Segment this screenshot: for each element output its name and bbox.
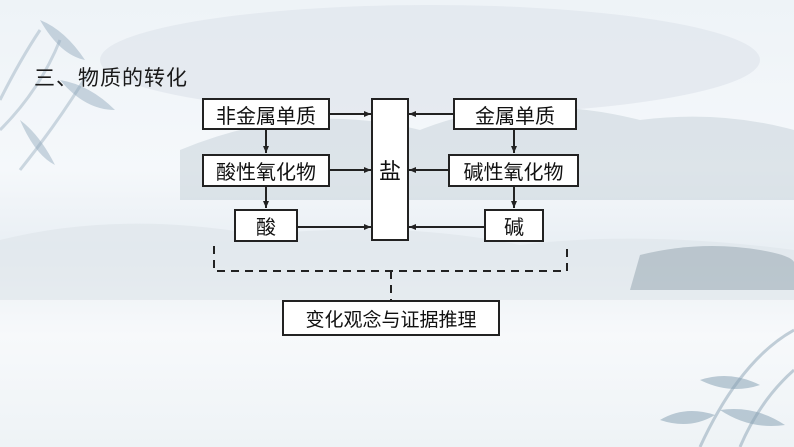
node-base: 碱: [484, 209, 544, 242]
dashed-bracket: [213, 246, 568, 272]
node-acid: 酸: [234, 209, 298, 242]
node-salt: 盐: [371, 98, 409, 241]
node-concept: 变化观念与证据推理: [282, 300, 500, 336]
node-nonmetal-element: 非金属单质: [202, 98, 330, 130]
node-acidic-oxide: 酸性氧化物: [202, 154, 330, 187]
node-metal-element: 金属单质: [453, 98, 577, 130]
node-basic-oxide: 碱性氧化物: [448, 154, 579, 187]
section-title: 三、物质的转化: [34, 66, 188, 90]
